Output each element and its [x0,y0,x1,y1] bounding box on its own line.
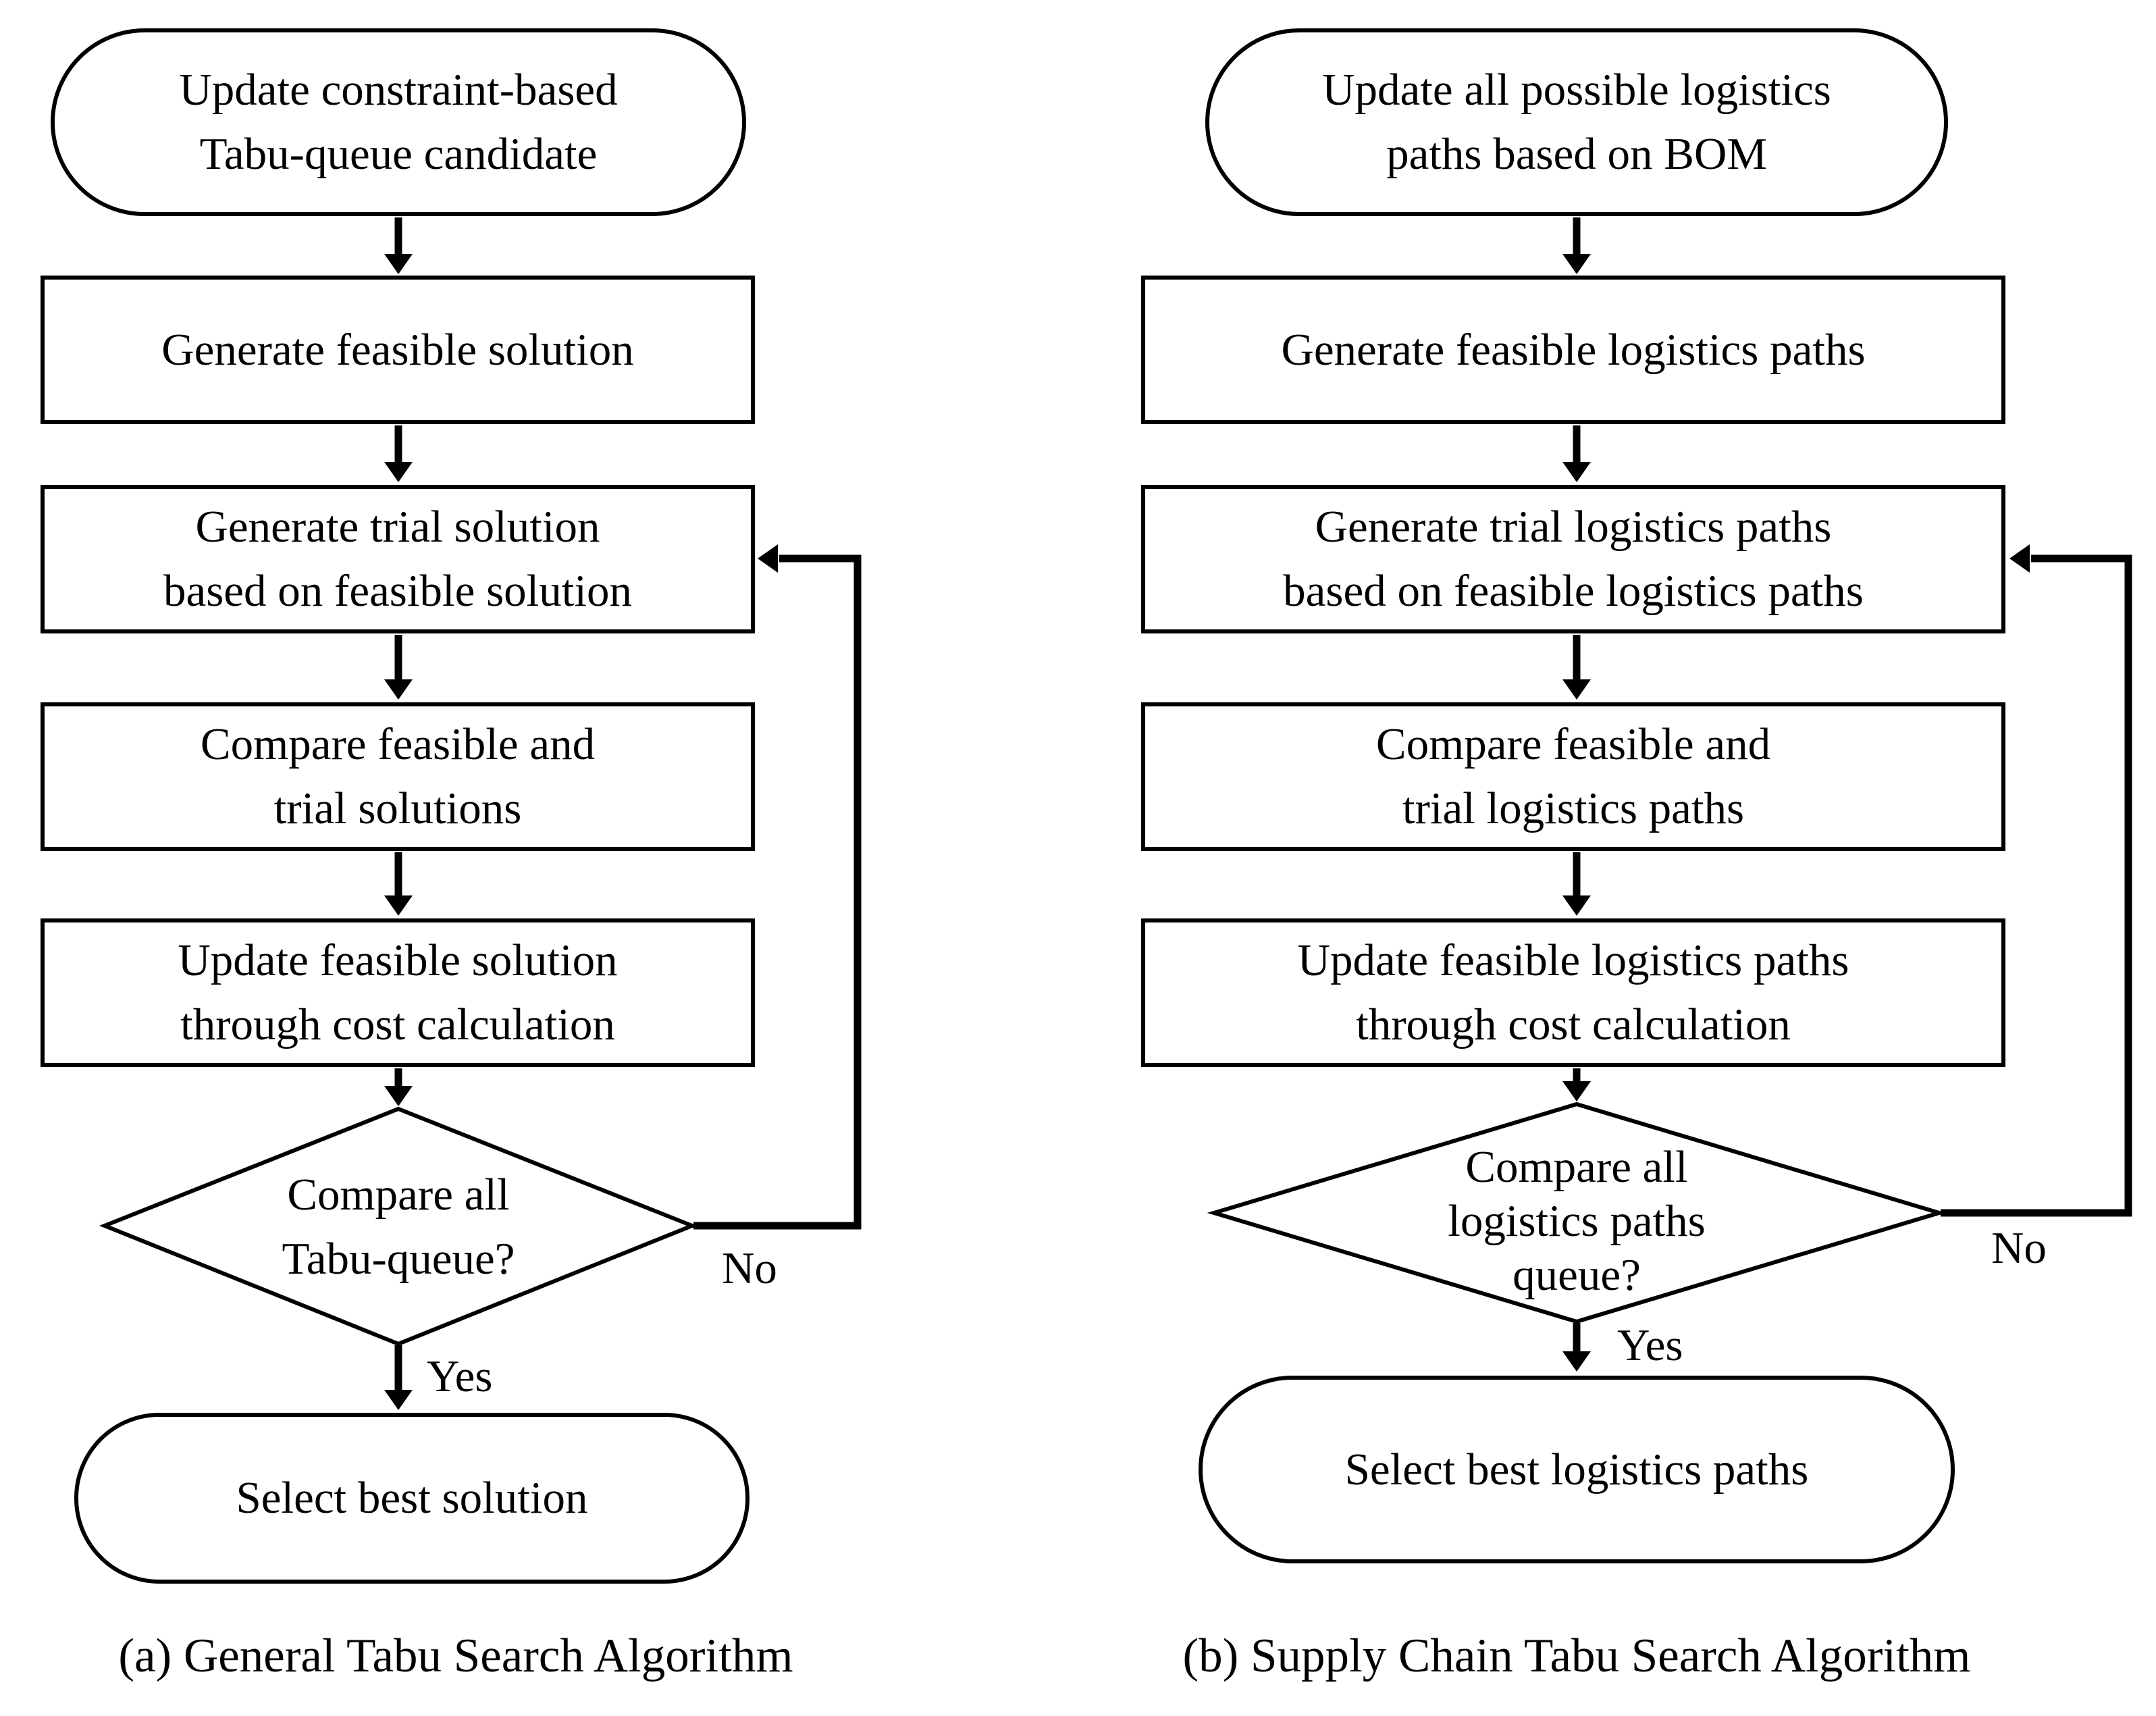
node-text-line: based on feasible logistics paths [1283,566,1864,616]
terminator-end-b: Select best logistics paths [1199,1376,1955,1563]
terminator-end-a: Select best solution [74,1413,750,1584]
yes-label-b: Yes [1617,1320,1683,1370]
process-generate-trial-b: Generate trial logistics paths based on … [1141,485,2005,633]
arrowhead-down-icon [384,679,413,700]
process-update-feasible-b: Update feasible logistics paths through … [1141,918,2005,1067]
loop-arrow-no [693,554,862,1230]
decision-text-a: Compare all Tabu-queue? [105,1116,692,1338]
node-text-line: Update all possible logistics [1322,65,1831,115]
arrowhead-down-icon [1562,1081,1591,1101]
node-text-line: Generate trial solution [195,502,600,552]
decision-text-b: Compare all logistics paths queue? [1214,1125,1939,1317]
arrowhead-down-icon [384,895,413,916]
arrowhead-down-icon [1562,679,1591,700]
node-text-line: through cost calculation [180,999,615,1049]
arrowhead-down-icon [1562,895,1591,916]
no-label-b: No [1991,1223,2047,1273]
node-text-line: Generate feasible solution [161,324,634,375]
node-text-line: Update constraint-based [179,65,618,115]
arrowhead-down-icon [1562,462,1591,482]
node-text-line: Select best solution [236,1473,588,1523]
node-text-line: Compare all [287,1170,510,1220]
arrowhead-left-icon [758,544,778,573]
process-generate-trial-a: Generate trial solution based on feasibl… [41,485,755,633]
node-text-line: trial logistics paths [1402,783,1745,833]
process-generate-feasible-b: Generate feasible logistics paths [1141,276,2005,424]
terminator-start-b: Update all possible logistics paths base… [1205,28,1948,216]
node-text-line: based on feasible solution [163,566,633,616]
node-text-line: trial solutions [273,783,522,833]
node-text-line: Tabu-queue candidate [199,129,598,179]
node-text-line: Update feasible solution [178,935,618,985]
arrowhead-down-icon [384,254,413,274]
yes-label-a: Yes [427,1351,493,1401]
node-text-line: logistics paths [1448,1196,1706,1246]
node-text-line: Compare all [1465,1142,1688,1192]
caption-b: (b) Supply Chain Tabu Search Algorithm [1182,1630,1971,1682]
node-text-line: Update feasible logistics paths [1297,935,1849,985]
node-text-line: Generate feasible logistics paths [1281,324,1866,375]
process-compare-a: Compare feasible and trial solutions [41,702,755,851]
node-text-line: Select best logistics paths [1344,1444,1809,1494]
loop-arrow-no [1941,554,2132,1217]
caption-a: (a) General Tabu Search Algorithm [118,1630,793,1682]
node-text-line: Compare feasible and [200,719,596,769]
no-label-a: No [722,1243,777,1293]
node-text-line: Generate trial logistics paths [1315,502,1832,552]
node-text-line: queue? [1513,1250,1641,1300]
node-text-line: Tabu-queue? [282,1234,515,1284]
arrowhead-down-icon [384,1086,413,1106]
arrowhead-down-icon [384,1390,413,1410]
arrowhead-down-icon [384,462,413,482]
arrowhead-left-icon [2009,544,2030,573]
process-compare-b: Compare feasible and trial logistics pat… [1141,702,2005,851]
process-generate-feasible-a: Generate feasible solution [41,276,755,424]
node-text-line: through cost calculation [1356,999,1791,1049]
arrowhead-down-icon [1562,1351,1591,1372]
arrowhead-down-icon [1562,254,1591,274]
process-update-feasible-a: Update feasible solution through cost ca… [41,918,755,1067]
terminator-start-a: Update constraint-based Tabu-queue candi… [51,28,746,216]
node-text-line: Compare feasible and [1375,719,1771,769]
node-text-line: paths based on BOM [1386,129,1767,179]
